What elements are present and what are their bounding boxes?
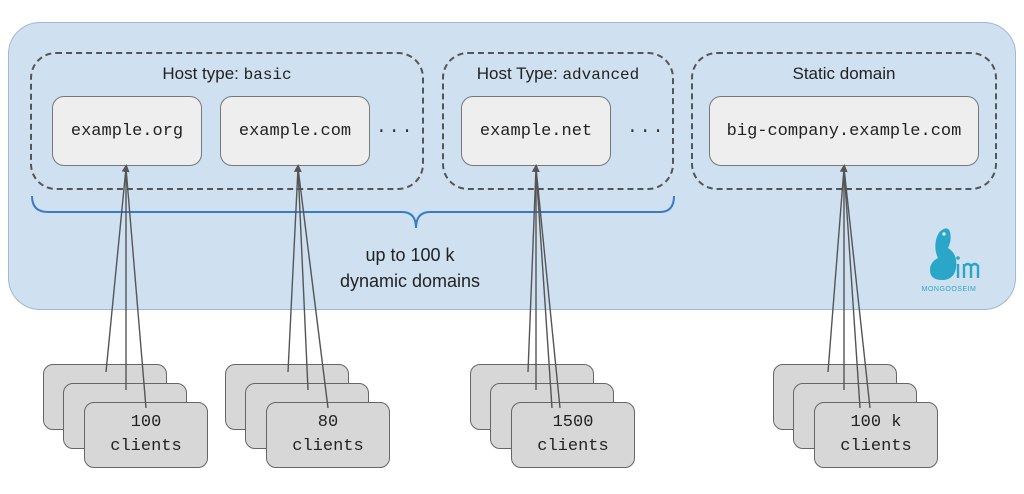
group-host-type-basic: Host type: basic bbox=[30, 52, 424, 190]
group-label-type: advanced bbox=[562, 66, 640, 84]
client-count: 100 k bbox=[850, 413, 902, 432]
client-label: clients bbox=[292, 437, 364, 456]
domain-box-example-com: example.com bbox=[220, 96, 370, 166]
client-group-1500: 1500 clients bbox=[511, 402, 635, 468]
client-count: 1500 bbox=[552, 413, 594, 432]
ellipsis-basic: ... bbox=[376, 118, 415, 138]
group-label-prefix: Host Type: bbox=[476, 64, 563, 83]
mongoose-im-logo-icon bbox=[930, 228, 980, 280]
client-group-80: 80 clients bbox=[266, 402, 390, 468]
dynamic-domains-caption: up to 100 k dynamic domains bbox=[310, 242, 510, 294]
client-group-100k: 100 k clients bbox=[814, 402, 938, 468]
client-group-100: 100 clients bbox=[84, 402, 208, 468]
ellipsis-advanced: ... bbox=[627, 118, 666, 138]
domain-box-big-company: big-company.example.com bbox=[709, 96, 979, 166]
caption-line-1: up to 100 k bbox=[365, 245, 455, 265]
server-cluster bbox=[8, 22, 1016, 310]
client-label: clients bbox=[537, 437, 609, 456]
client-count: 100 bbox=[130, 413, 162, 432]
client-count: 80 bbox=[317, 413, 339, 432]
group-label-type: basic bbox=[243, 66, 292, 84]
domain-box-example-org: example.org bbox=[52, 96, 202, 166]
group-label-prefix: Host type: bbox=[162, 64, 244, 83]
group-label-basic: Host type: basic bbox=[32, 64, 422, 84]
group-host-type-advanced: Host Type: advanced bbox=[442, 52, 674, 190]
dynamic-domains-brace bbox=[31, 195, 675, 229]
group-label-static: Static domain bbox=[792, 64, 896, 83]
client-label: clients bbox=[840, 437, 912, 456]
domain-box-example-net: example.net bbox=[461, 96, 611, 166]
mongoose-im-logo-text: MONGOOSEIM bbox=[921, 286, 977, 293]
caption-line-2: dynamic domains bbox=[339, 271, 481, 291]
connection-lines-example-net bbox=[527, 164, 561, 409]
group-label-advanced: Host Type: advanced bbox=[444, 64, 672, 84]
connection-lines-example-org bbox=[105, 164, 147, 409]
connection-lines-big-company bbox=[827, 164, 871, 409]
connection-lines-example-com bbox=[287, 164, 329, 409]
client-label: clients bbox=[110, 437, 182, 456]
